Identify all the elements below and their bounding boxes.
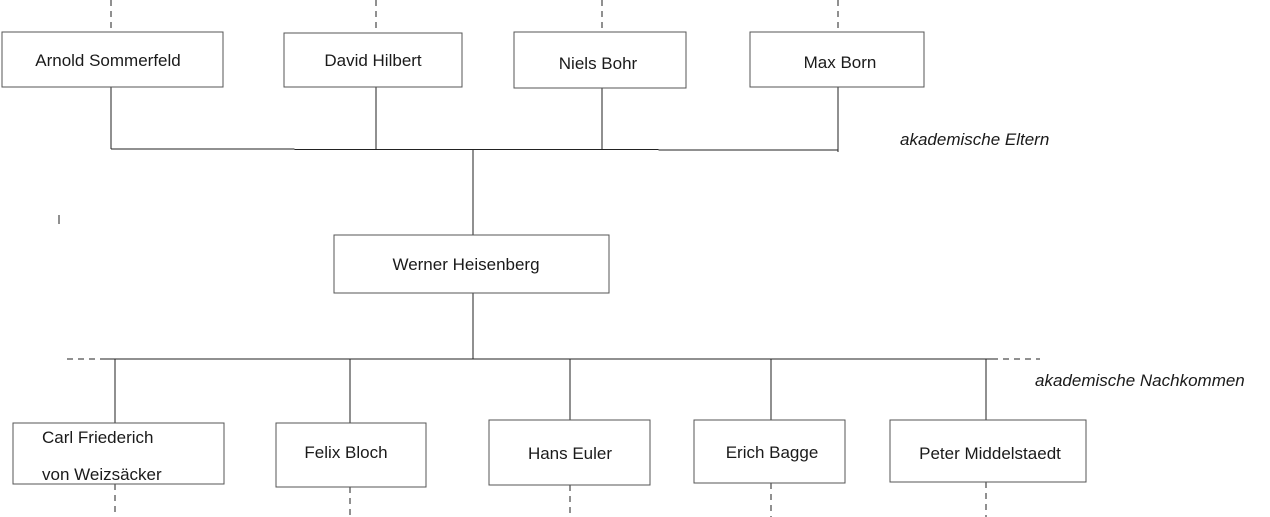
descendant-name-5: Peter Middelstaedt: [919, 444, 1061, 463]
descendant-node-4: Erich Bagge: [693, 419, 846, 484]
parent-name-2: David Hilbert: [324, 51, 422, 70]
descendant-box-2: [275, 422, 427, 488]
parent-node-2: David Hilbert: [283, 32, 463, 88]
center-box: [333, 234, 610, 294]
parent-box-2: [283, 32, 463, 88]
descendant-name-3: Hans Euler: [528, 444, 612, 463]
parent-box-1: [1, 31, 224, 88]
descendant-node-5: Peter Middelstaedt: [889, 419, 1087, 483]
parent-box-4: [749, 31, 925, 88]
parents-group-label: akademische Eltern: [900, 130, 1049, 149]
center-name: Werner Heisenberg: [392, 255, 539, 274]
parent-name-4: Max Born: [804, 53, 877, 72]
descendants-group-label: akademische Nachkommen: [1035, 371, 1245, 390]
descendant-name-2: Felix Bloch: [304, 443, 387, 462]
descendant-name-4: Erich Bagge: [726, 443, 819, 462]
parents-bus-line: [110, 148, 839, 151]
descendant-box-3: [488, 419, 651, 486]
parent-node-3: Niels Bohr: [513, 31, 687, 89]
descendant-box-4: [693, 419, 846, 484]
center-node: Werner Heisenberg: [333, 234, 610, 294]
parent-name-1: Arnold Sommerfeld: [35, 51, 181, 70]
descendant-node-2: Felix Bloch: [275, 422, 427, 488]
parent-box-3: [513, 31, 687, 89]
descendant-name-1-line-2: von Weizsäcker: [42, 465, 162, 484]
descendant-node-1: Carl Friederich von Weizsäcker: [12, 422, 225, 485]
descendant-node-3: Hans Euler: [488, 419, 651, 486]
parent-name-3: Niels Bohr: [559, 54, 638, 73]
parent-node-4: Max Born: [749, 31, 925, 88]
descendant-box-1: [12, 422, 225, 485]
descendant-name-1-line-1: Carl Friederich: [42, 428, 153, 447]
parent-node-1: Arnold Sommerfeld: [1, 31, 224, 88]
descendant-box-5: [889, 419, 1087, 483]
